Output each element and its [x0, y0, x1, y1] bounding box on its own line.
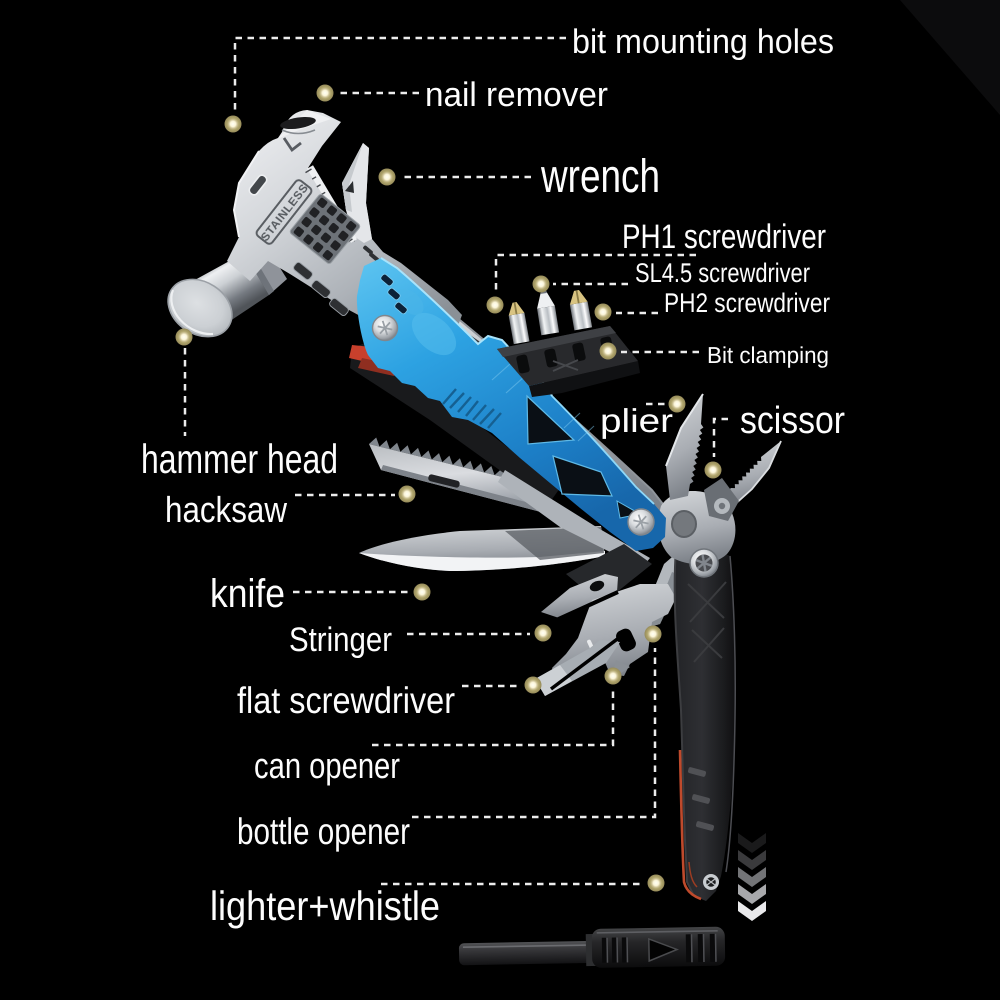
svg-text:flat screwdriver: flat screwdriver [237, 680, 455, 721]
svg-text:hammer head: hammer head [141, 436, 338, 482]
svg-text:nail remover: nail remover [425, 76, 608, 114]
svg-text:knife: knife [210, 572, 285, 616]
svg-text:PH1 screwdriver: PH1 screwdriver [622, 218, 826, 256]
svg-text:lighter+whistle: lighter+whistle [210, 883, 440, 929]
svg-text:plier: plier [600, 402, 673, 439]
svg-text:Stringer: Stringer [289, 621, 392, 659]
svg-text:scissor: scissor [740, 400, 845, 442]
svg-text:can opener: can opener [254, 745, 400, 786]
svg-text:SL4.5 screwdriver: SL4.5 screwdriver [635, 258, 810, 288]
svg-text:bit mounting holes: bit mounting holes [572, 23, 834, 61]
svg-text:Bit clamping: Bit clamping [707, 342, 829, 368]
svg-text:bottle opener: bottle opener [237, 811, 410, 852]
svg-text:wrench: wrench [540, 149, 660, 202]
svg-text:hacksaw: hacksaw [165, 489, 288, 530]
svg-text:PH2 screwdriver: PH2 screwdriver [664, 288, 830, 318]
